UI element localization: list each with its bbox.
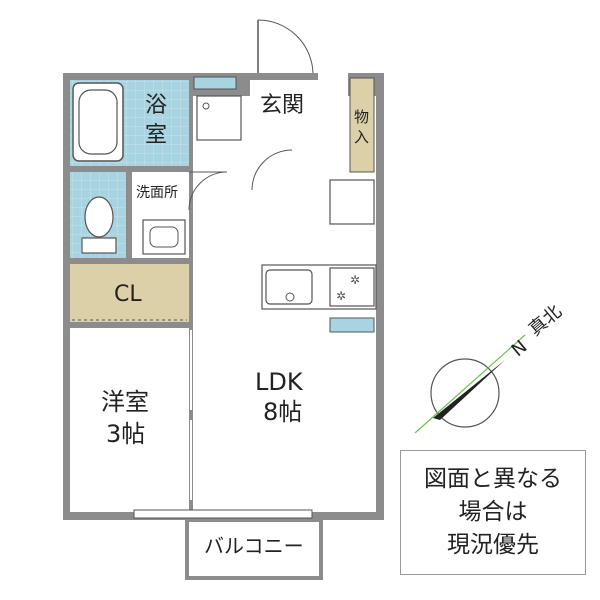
washing-machine-pan bbox=[196, 95, 242, 141]
washroom-door-swing bbox=[188, 171, 228, 211]
sink bbox=[265, 269, 313, 305]
entrance-label: 玄関 bbox=[260, 93, 304, 118]
ldk-size: 8帖 bbox=[263, 398, 302, 426]
western-room-floor bbox=[70, 328, 189, 512]
stove bbox=[329, 267, 375, 307]
toilet-tank bbox=[81, 237, 117, 254]
compass-north-label: N bbox=[508, 336, 532, 361]
toilet-bowl bbox=[84, 196, 114, 238]
storage-box bbox=[349, 77, 375, 173]
faucet-icon bbox=[285, 292, 295, 302]
burner-icon-2: ✲ bbox=[336, 289, 346, 303]
balcony-outline bbox=[185, 518, 323, 580]
burner-icon-1: ✲ bbox=[350, 273, 360, 287]
western-room-size: 3帖 bbox=[106, 420, 145, 448]
window-kitchen bbox=[329, 317, 375, 333]
bath-label-line1: 浴 bbox=[145, 93, 167, 118]
western-room-name: 洋室 bbox=[101, 388, 149, 416]
balcony-label: バルコニー bbox=[204, 534, 304, 558]
window-top-left bbox=[193, 76, 237, 90]
balcony-window bbox=[133, 509, 313, 519]
washroom-divider bbox=[126, 172, 132, 258]
compass-axis bbox=[414, 334, 526, 434]
bath-label-backdrop bbox=[127, 82, 187, 164]
closet-label: CL bbox=[114, 282, 142, 307]
drain-icon bbox=[202, 102, 210, 110]
closet-area bbox=[70, 264, 189, 322]
compass-needle bbox=[433, 360, 505, 420]
disclaimer-line1: 図面と異なる bbox=[424, 466, 562, 492]
bathtub-inner bbox=[78, 89, 118, 155]
storage-label-line2: 入 bbox=[354, 128, 369, 146]
compass-true-north-label: 真北 bbox=[525, 301, 566, 340]
inner-door-swing bbox=[251, 149, 293, 191]
entrance-door-swing bbox=[257, 19, 314, 74]
bath-label-line2: 室 bbox=[145, 123, 167, 148]
ldk-name: LDK bbox=[255, 368, 304, 396]
plan-disclaimer: 図面と異なる 場合は 現況優先 bbox=[400, 450, 586, 575]
disclaimer-line2: 場合は bbox=[458, 499, 528, 525]
fridge-space bbox=[329, 179, 375, 225]
storage-label-line1: 物 bbox=[354, 108, 369, 126]
washbasin-bowl bbox=[149, 226, 179, 248]
disclaimer-line3: 現況優先 bbox=[447, 532, 539, 558]
entrance-floor bbox=[250, 80, 318, 192]
washroom-label: 洗面所 bbox=[136, 185, 178, 201]
